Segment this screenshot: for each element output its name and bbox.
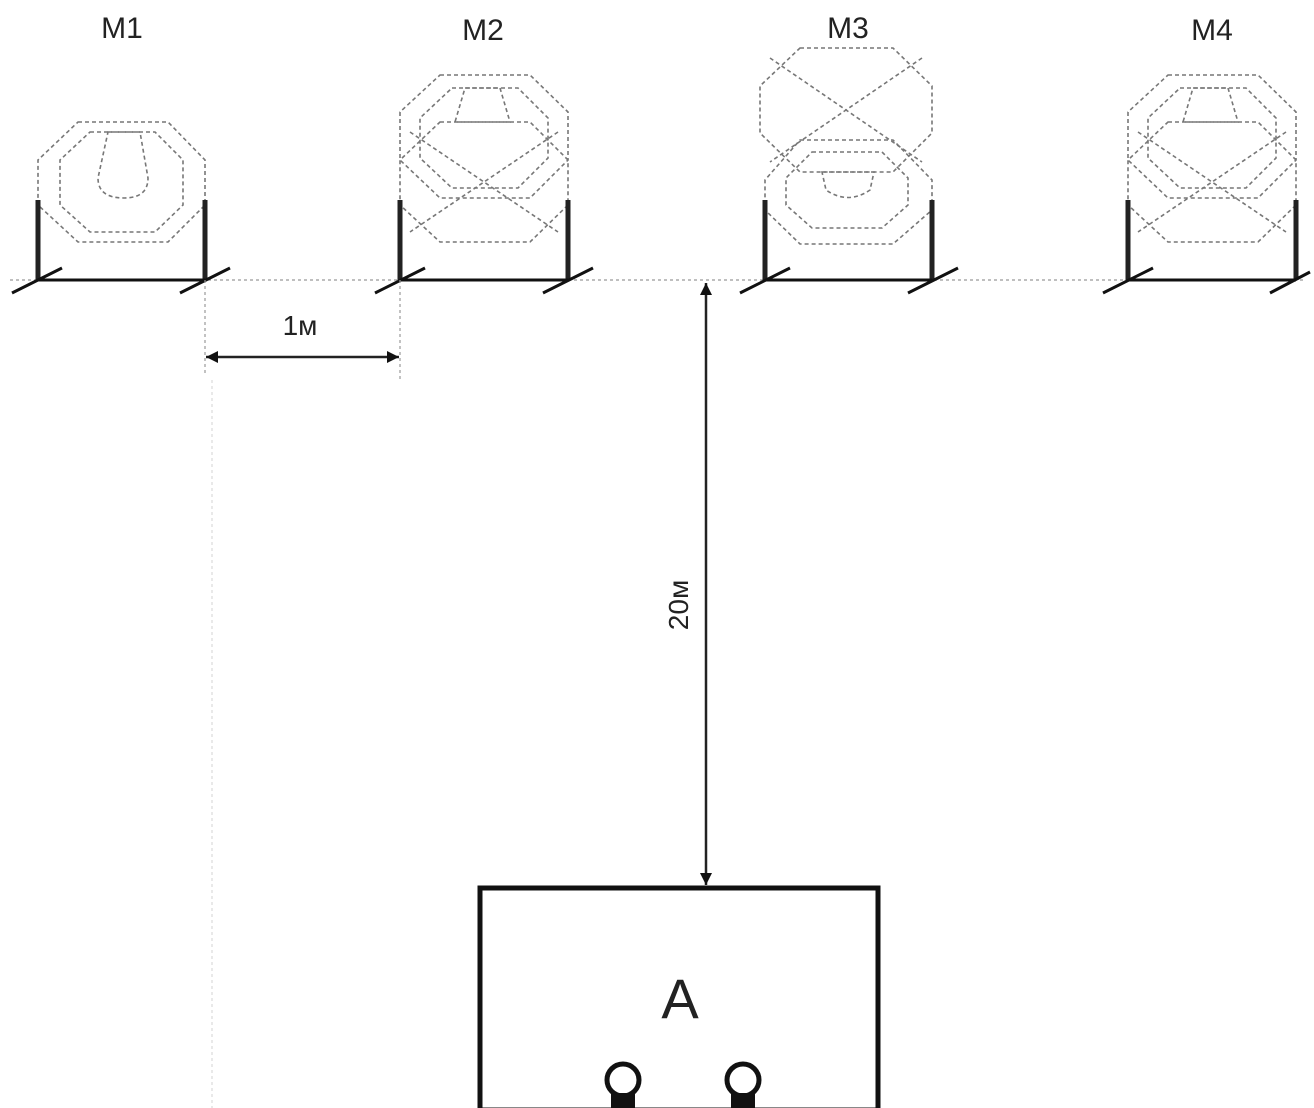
target-label-m3: M3 bbox=[827, 12, 869, 45]
spacing-dimension: 1м bbox=[204, 280, 401, 380]
shooter-icon-left bbox=[604, 1061, 642, 1108]
target-m1-head bbox=[97, 131, 149, 199]
shooter-box bbox=[477, 885, 881, 1108]
shooter-label: A bbox=[661, 967, 699, 1030]
distance-label: 20м bbox=[663, 580, 694, 630]
target-m3: M3 bbox=[739, 12, 959, 295]
spacing-label: 1м bbox=[283, 310, 318, 341]
target-label-m2: M2 bbox=[462, 14, 504, 47]
target-label-m4: M4 bbox=[1191, 14, 1233, 47]
target-m2: M2 bbox=[374, 14, 594, 295]
target-label-m1: M1 bbox=[101, 12, 143, 45]
target-m1-inner bbox=[59, 131, 184, 233]
distance-dimension: 20м bbox=[663, 283, 712, 885]
shooter-position: A bbox=[477, 885, 881, 1108]
target-m4: M4 bbox=[1102, 14, 1311, 295]
target-m1-outer bbox=[37, 121, 206, 243]
target-m1: M1 bbox=[11, 12, 231, 295]
shooter-icon-right bbox=[724, 1061, 762, 1108]
